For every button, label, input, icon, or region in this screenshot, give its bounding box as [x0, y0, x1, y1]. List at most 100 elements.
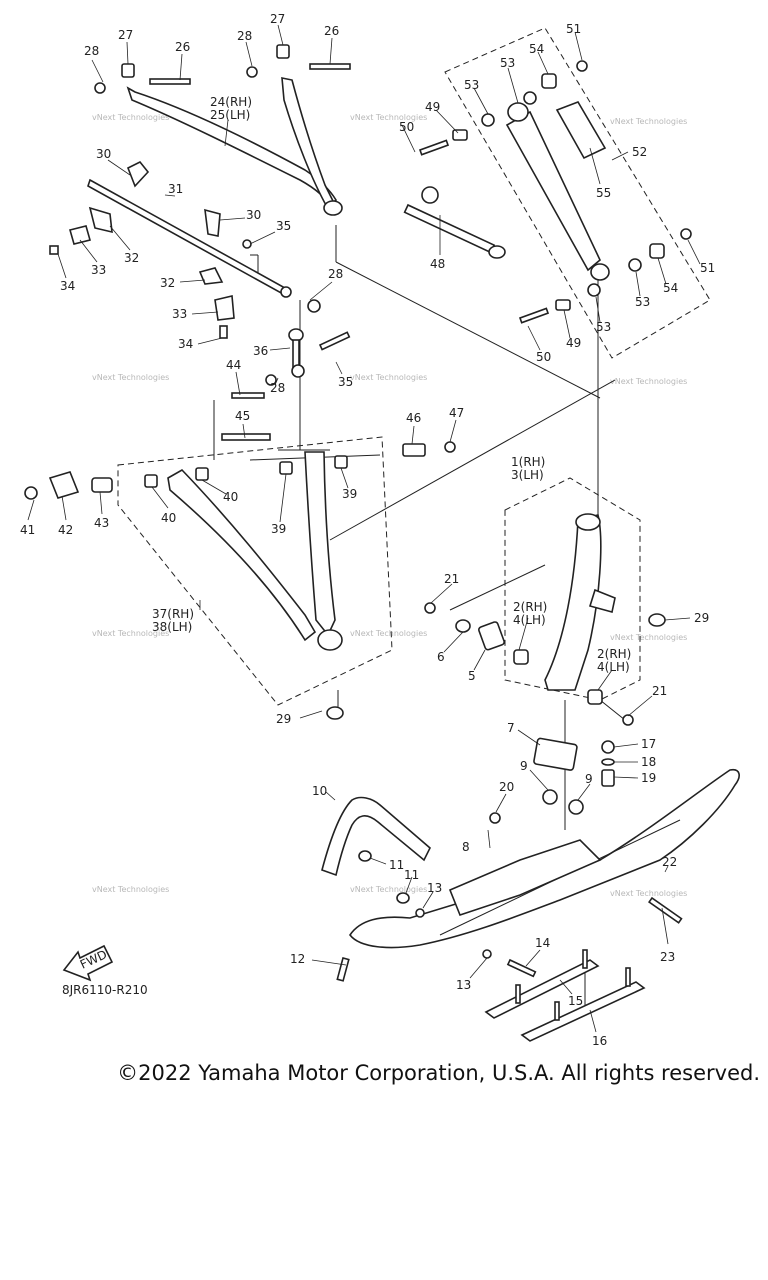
callout-52: 52	[632, 145, 647, 159]
callout-48: 48	[430, 257, 445, 271]
stud-16-right	[625, 967, 631, 987]
callout-28: 28	[270, 381, 285, 395]
callout-line: 1(RH)	[511, 455, 545, 469]
callout-36: 36	[253, 344, 268, 358]
copyright-notice: ©2022 Yamaha Motor Corporation, U.S.A. A…	[117, 1061, 760, 1085]
collar-54-lower	[649, 243, 665, 259]
clamp-32-right	[198, 267, 224, 285]
collar-49-lower	[555, 299, 571, 311]
callout-41: 41	[20, 523, 35, 537]
nut-47	[444, 441, 456, 453]
callout-45: 45	[235, 409, 250, 423]
collar-46	[402, 443, 426, 457]
nut-28-rod	[307, 299, 321, 313]
collar-54-upper	[541, 73, 557, 89]
shock-absorber	[418, 60, 692, 324]
washer-13-upper	[415, 908, 425, 918]
bolt-35-upper	[242, 239, 252, 249]
bushing-9-right	[568, 799, 584, 815]
callout-49: 49	[425, 100, 440, 114]
nut-41	[24, 486, 38, 500]
rod-end	[280, 286, 292, 298]
bushing-40-right	[195, 467, 209, 481]
callout-53: 53	[464, 78, 479, 92]
watermark-10: vNext Technologies	[92, 885, 169, 894]
group-boxes	[117, 27, 711, 706]
callout-39: 39	[271, 522, 286, 536]
bushing-2-lower	[587, 689, 603, 705]
callout-11: 11	[389, 858, 404, 872]
callout-20: 20	[499, 780, 514, 794]
bolt-45	[221, 433, 271, 441]
cap-11-lower	[396, 892, 410, 904]
washer-13-lower	[482, 949, 492, 959]
cap-11-upper	[358, 850, 372, 862]
callout-9: 9	[520, 759, 528, 773]
nut-28-lower	[265, 374, 277, 386]
lower-a-arm-rear	[304, 451, 336, 637]
callout-line: 3(LH)	[511, 468, 544, 482]
callout-labels: 28 27 26 28 27 26 24(RH)25(LH) 30 31 30 …	[20, 12, 715, 1048]
watermarks: vNext Technologies vNext Technologies vN…	[92, 113, 687, 898]
preload-adjuster	[403, 186, 506, 259]
upper-a-arm-rear	[281, 77, 337, 208]
fwd-arrow: FWD	[62, 944, 114, 982]
callout-26: 26	[175, 40, 190, 54]
upper-ball-joint	[323, 200, 343, 216]
handle-10	[321, 796, 431, 877]
leader-lines	[27, 24, 701, 1033]
watermark-11: vNext Technologies	[350, 885, 427, 894]
watermark-5: vNext Technologies	[350, 373, 427, 382]
watermark-7: vNext Technologies	[92, 629, 169, 638]
callout-37-38: 37(RH)38(LH)	[152, 607, 194, 634]
callout-10: 10	[312, 784, 327, 798]
callout-30: 30	[96, 147, 111, 161]
nut-28-right	[246, 66, 258, 78]
callout-line: 38(LH)	[152, 620, 192, 634]
callout-21: 21	[652, 684, 667, 698]
bracket-30-left	[126, 160, 150, 188]
bushing-40-left	[144, 474, 158, 488]
stud-15-right	[582, 949, 588, 969]
pad-7	[533, 737, 578, 771]
ski-assembly	[321, 737, 740, 1042]
adjuster-48-end	[488, 245, 506, 259]
collar-53-upper-left	[481, 113, 495, 127]
callout-44: 44	[226, 358, 241, 372]
collar-19	[601, 769, 615, 787]
watermark-4: vNext Technologies	[92, 373, 169, 382]
watermark-2: vNext Technologies	[350, 113, 427, 122]
callout-28: 28	[84, 44, 99, 58]
adjuster-48-body	[403, 203, 496, 254]
callout-27: 27	[118, 28, 133, 42]
bolt-26-right	[309, 63, 351, 70]
bushing-9-left	[542, 789, 558, 805]
bolt-26-left	[149, 78, 191, 85]
spindle	[424, 513, 666, 726]
stud-16-left	[554, 1001, 560, 1021]
ski-saddle	[448, 839, 602, 916]
callout-21: 21	[444, 572, 459, 586]
callout-53: 53	[596, 320, 611, 334]
callout-7: 7	[507, 721, 515, 735]
callout-17: 17	[641, 737, 656, 751]
fwd-arrow-shape	[62, 944, 114, 982]
spindle-top-boss	[575, 513, 601, 531]
watermark-12: vNext Technologies	[610, 889, 687, 898]
lower-a-arm	[24, 433, 456, 720]
nut-28-left	[94, 82, 106, 94]
callout-18: 18	[641, 755, 656, 769]
link-36-bottom	[291, 364, 305, 378]
callout-2-4-upper: 2(RH)4(LH)	[513, 600, 547, 627]
callout-53: 53	[500, 56, 515, 70]
nut-51-upper	[576, 60, 588, 72]
callout-46: 46	[406, 411, 421, 425]
watermark-3: vNext Technologies	[610, 117, 687, 126]
nut-51-lower	[680, 228, 692, 240]
callout-51: 51	[700, 261, 715, 275]
nut-17	[601, 740, 615, 754]
spindle-group-box	[504, 477, 641, 701]
callout-26: 26	[324, 24, 339, 38]
spindle-arm	[588, 588, 616, 613]
washer-21-lower	[622, 714, 634, 726]
